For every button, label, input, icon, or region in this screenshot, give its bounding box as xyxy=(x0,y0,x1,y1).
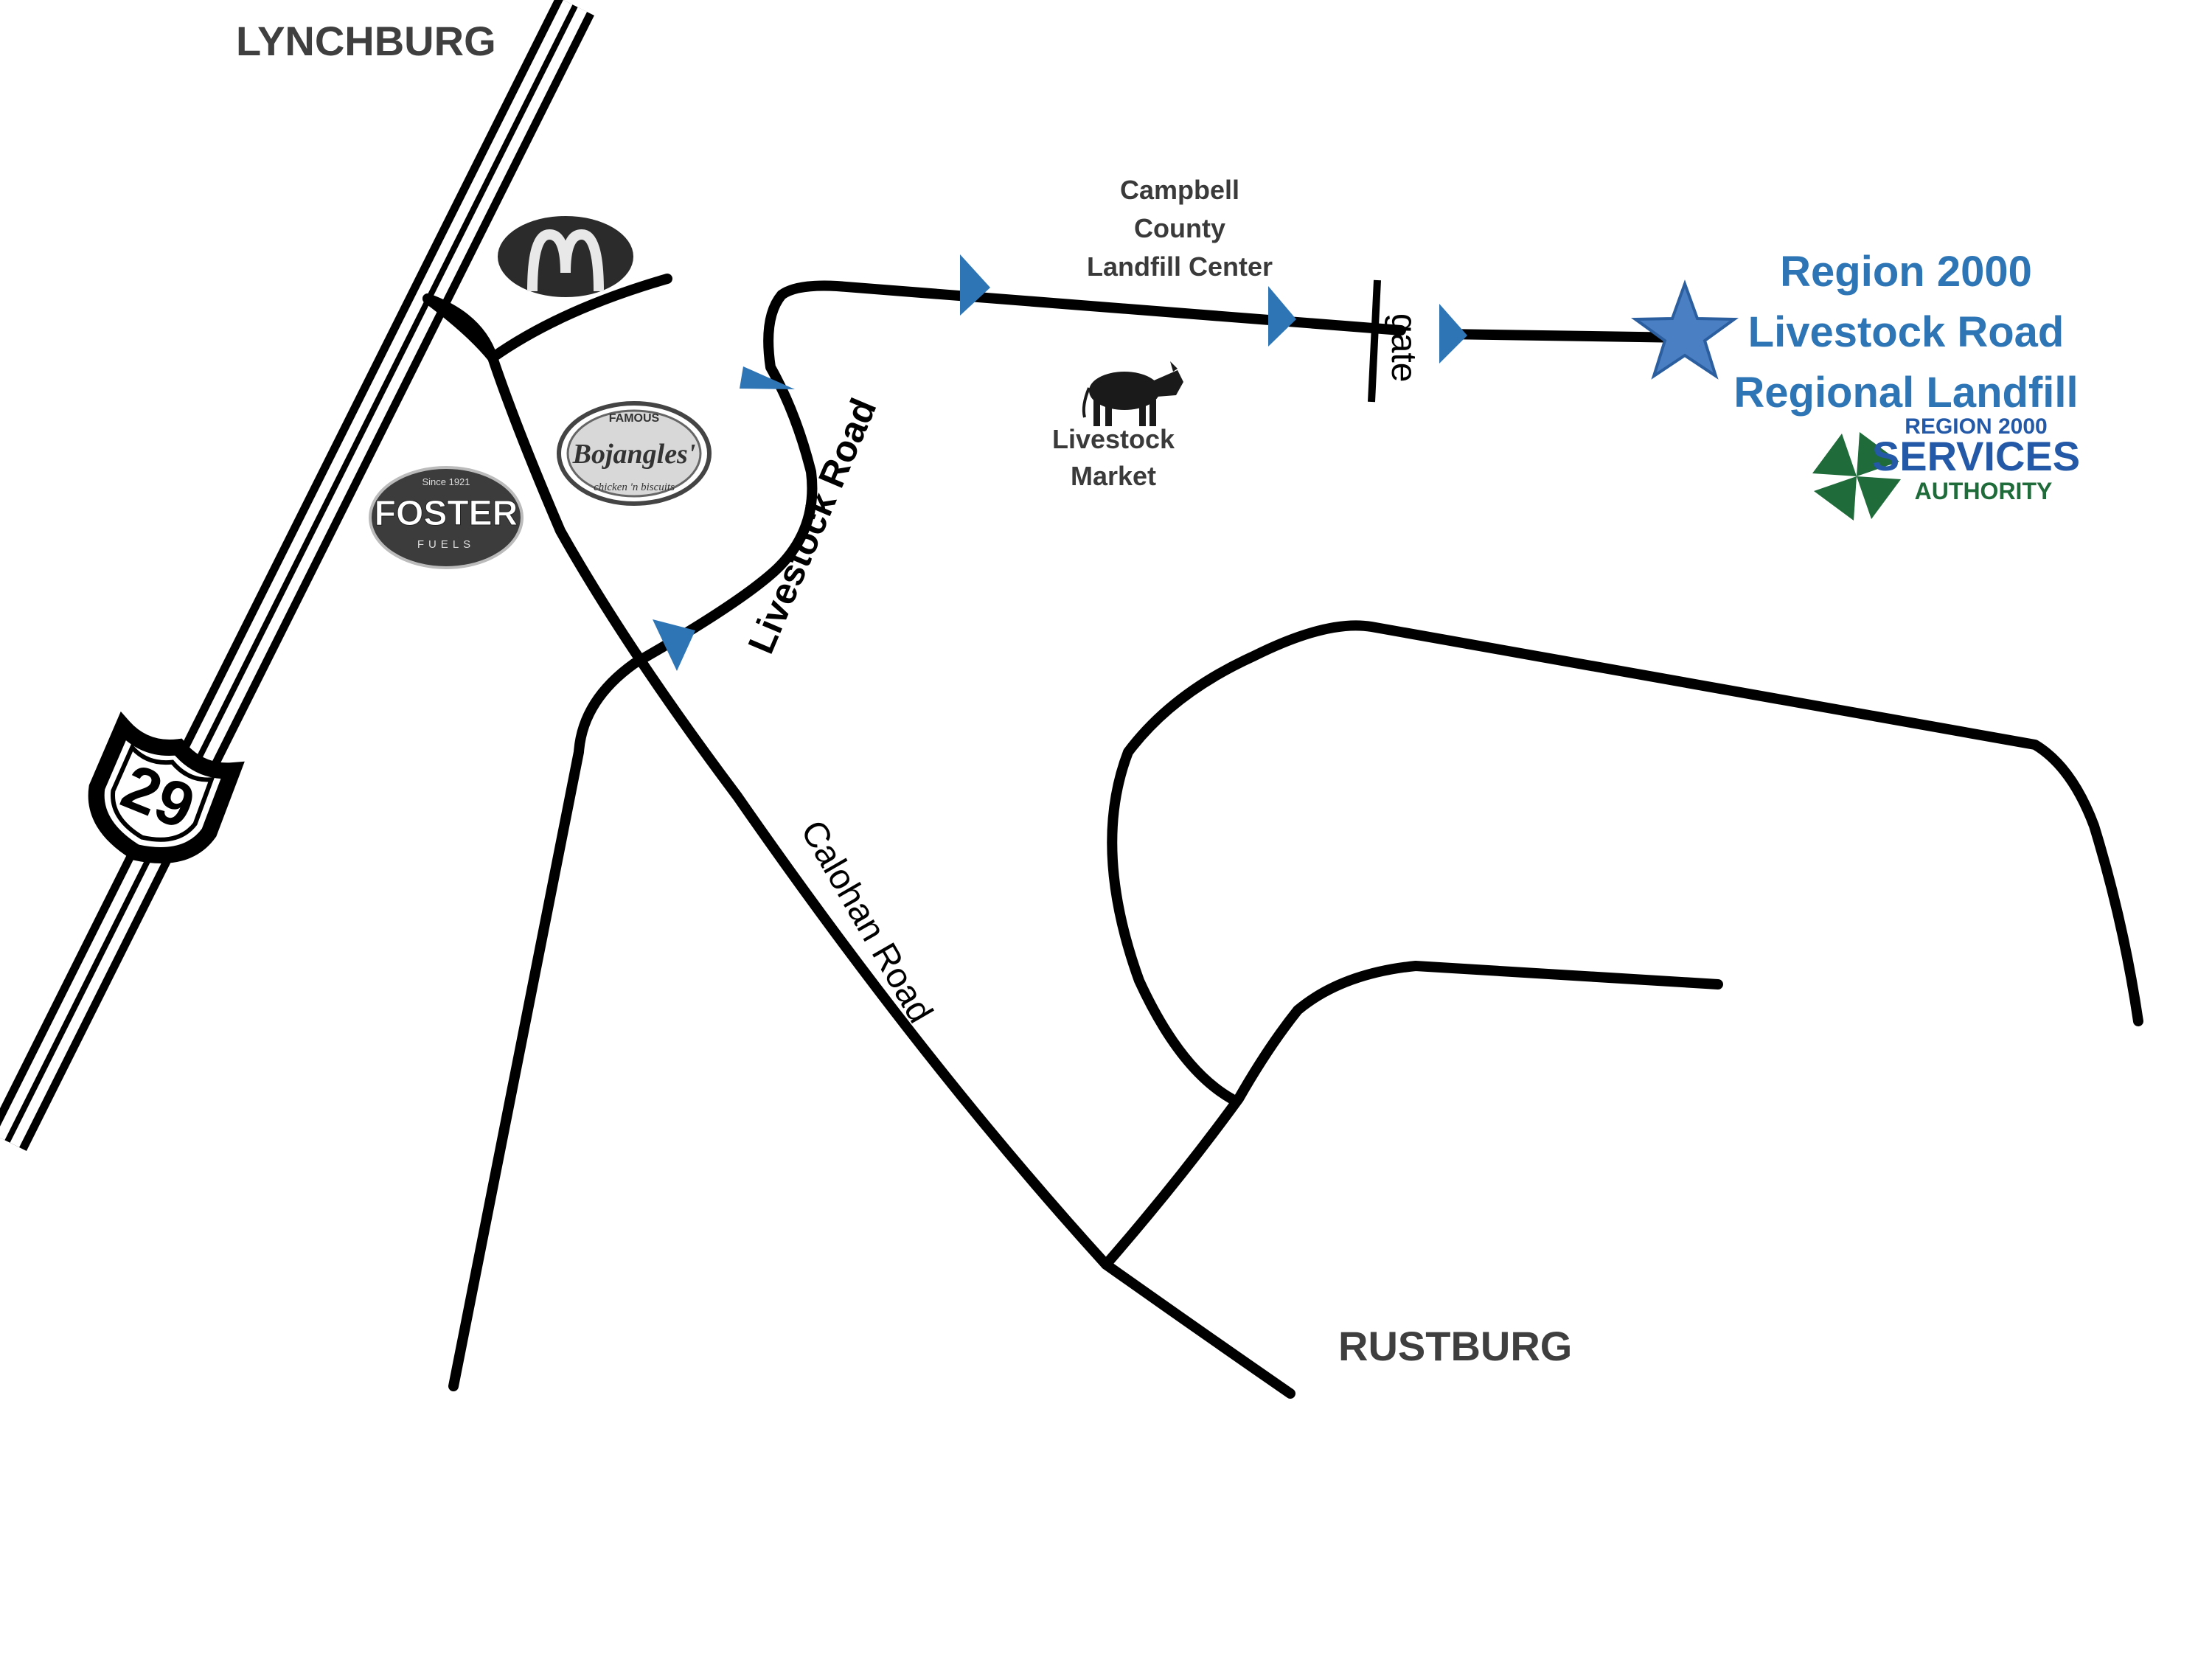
star-icon xyxy=(1630,279,1739,380)
svg-text:Campbell: Campbell xyxy=(1120,175,1239,205)
road-mcdonalds-spur xyxy=(422,274,672,363)
direction-arrows xyxy=(653,254,1467,671)
pinwheel-icon xyxy=(1812,432,1901,521)
svg-text:Livestock Road: Livestock Road xyxy=(1748,308,2065,356)
livestock-road xyxy=(448,280,1406,1391)
authority-line1: REGION 2000 xyxy=(1905,414,2047,439)
gate-label: gate xyxy=(1384,313,1423,382)
route-29-shield: 29 xyxy=(88,711,245,864)
foster-fuels: FUELS xyxy=(417,538,475,551)
place-rustburg: RUSTBURG xyxy=(1338,1323,1572,1369)
direction-arrow-icon xyxy=(740,366,795,389)
road-network xyxy=(422,274,2143,1399)
svg-text:Livestock: Livestock xyxy=(1052,424,1175,454)
direction-arrow-icon xyxy=(653,619,695,671)
direction-arrow-icon xyxy=(960,254,990,316)
east-loop-road xyxy=(1101,961,1723,1270)
direction-arrow-icon xyxy=(1439,304,1467,364)
svg-text:Landfill Center: Landfill Center xyxy=(1087,251,1273,282)
north-loop-road xyxy=(1107,620,2143,1104)
destination-label: Region 2000 Livestock Road Regional Land… xyxy=(1733,248,2078,417)
livestock-road-label: Livestock Road xyxy=(740,392,885,659)
authority-line2: SERVICES xyxy=(1872,433,2080,479)
services-authority-logo: REGION 2000 SERVICES AUTHORITY xyxy=(1812,414,2080,521)
bojangles-tagline: chicken 'n biscuits xyxy=(594,481,675,493)
foster-name: FOSTER xyxy=(375,494,518,533)
svg-text:Regional Landfill: Regional Landfill xyxy=(1733,369,2078,417)
place-lynchburg: LYNCHBURG xyxy=(236,18,496,64)
bojangles-name: Bojangles' xyxy=(572,439,696,470)
svg-text:Market: Market xyxy=(1071,461,1156,491)
foster-fuels-logo: Since 1921 FOSTER FUELS xyxy=(369,466,524,569)
us-29-highway xyxy=(0,0,594,1151)
gate-bar xyxy=(1368,279,1381,403)
authority-line3: AUTHORITY xyxy=(1915,478,2053,504)
foster-since: Since 1921 xyxy=(422,476,470,487)
livestock-market-label: Livestock Market xyxy=(1052,424,1175,491)
mcdonalds-logo xyxy=(498,216,633,297)
bojangles-logo: FAMOUS Bojangles' chicken 'n biscuits xyxy=(557,401,712,506)
landfill-center-label: Campbell County Landfill Center xyxy=(1087,175,1273,282)
direction-arrow-icon xyxy=(1268,286,1296,347)
golden-arches-icon xyxy=(527,229,604,292)
calohan-road-label: Calohan Road xyxy=(793,814,939,1029)
svg-text:Region 2000: Region 2000 xyxy=(1780,248,2032,296)
calohan-road xyxy=(422,293,1295,1399)
landfill-access-road xyxy=(1440,329,1694,343)
svg-text:County: County xyxy=(1134,213,1225,243)
cow-icon xyxy=(1082,361,1183,426)
bojangles-famous: FAMOUS xyxy=(609,412,660,425)
